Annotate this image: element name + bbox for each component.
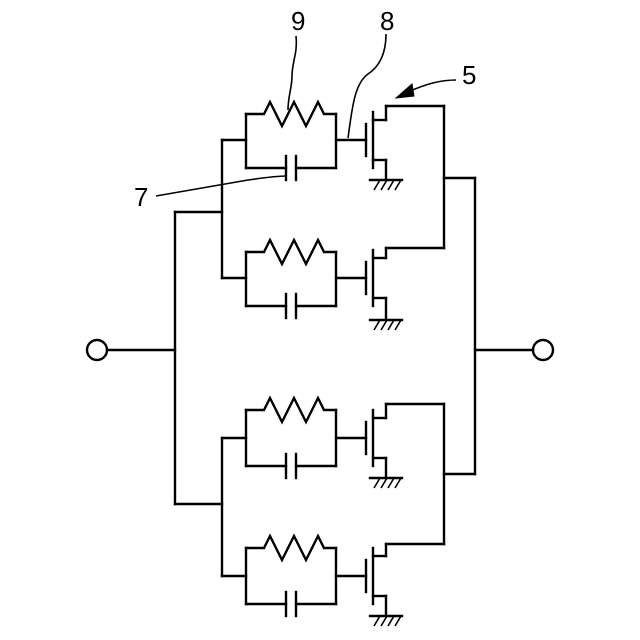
ground-icon bbox=[370, 616, 402, 626]
leader-line-9 bbox=[288, 36, 296, 110]
resistor-icon bbox=[246, 240, 336, 264]
output-bus bbox=[444, 178, 533, 474]
resistor-icon bbox=[246, 536, 336, 560]
label-9: 9 bbox=[291, 6, 305, 36]
arrow-head-icon bbox=[396, 84, 414, 98]
label-7: 7 bbox=[134, 182, 148, 212]
stage-4 bbox=[222, 536, 444, 626]
label-8: 8 bbox=[380, 6, 394, 36]
output-terminal bbox=[533, 340, 553, 360]
resistor-icon bbox=[246, 102, 336, 126]
leader-arrow-5 bbox=[408, 80, 456, 92]
ground-icon bbox=[370, 478, 402, 488]
input-terminal bbox=[87, 340, 107, 360]
label-5: 5 bbox=[462, 60, 476, 90]
ground-icon bbox=[370, 180, 402, 190]
leader-line-8 bbox=[348, 34, 386, 138]
ground-icon bbox=[370, 320, 402, 330]
stage-3 bbox=[222, 398, 444, 576]
input-bus bbox=[107, 212, 222, 504]
resistor-icon bbox=[246, 398, 336, 422]
stage-2 bbox=[222, 240, 444, 330]
